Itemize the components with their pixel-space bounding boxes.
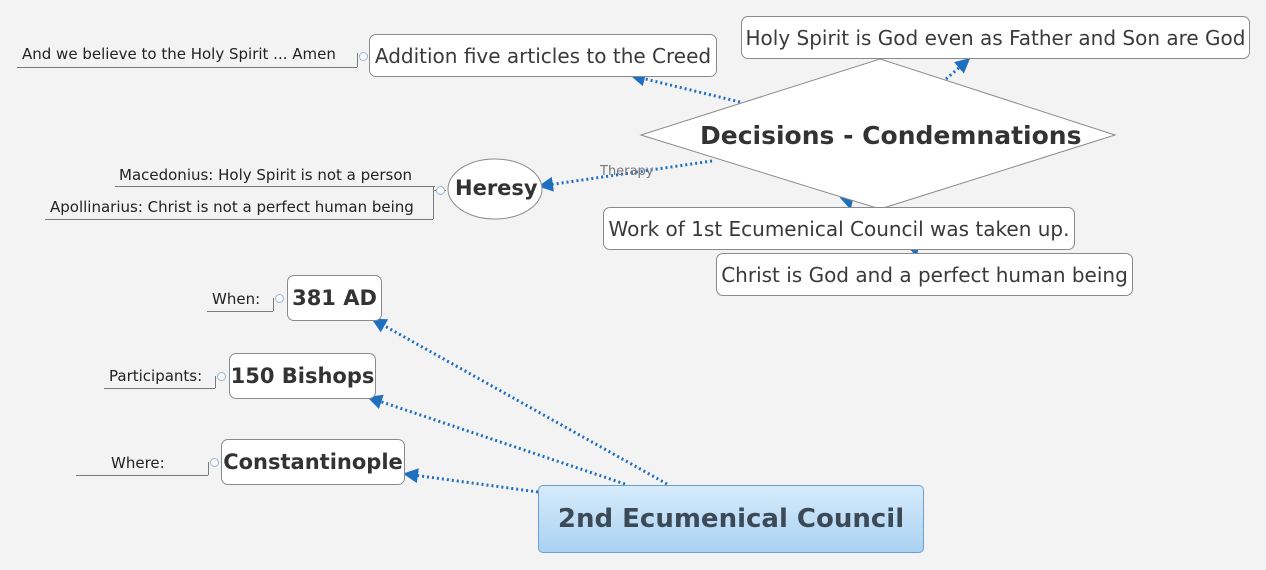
when-value-node[interactable]: 381 AD bbox=[287, 275, 382, 321]
where-collapse-toggle[interactable] bbox=[210, 458, 219, 467]
work-taken-up-node[interactable]: Work of 1st Ecumenical Council was taken… bbox=[603, 207, 1075, 250]
participants-collapse-toggle[interactable] bbox=[217, 372, 226, 381]
where-value-node[interactable]: Constantinople bbox=[221, 439, 405, 485]
root-topic[interactable]: 2nd Ecumenical Council bbox=[538, 485, 924, 553]
creed-addition-node[interactable]: Addition five articles to the Creed bbox=[369, 34, 717, 77]
connector-root-to-bishops bbox=[367, 394, 626, 486]
creed-note-underline bbox=[17, 67, 357, 68]
heresy-title[interactable]: Heresy bbox=[455, 176, 538, 200]
creed-note[interactable]: And we believe to the Holy Spirit ... Am… bbox=[22, 45, 336, 63]
where-label-underline bbox=[76, 475, 208, 476]
participants-value-node[interactable]: 150 Bishops bbox=[229, 353, 376, 399]
connector-decisions-to-heresy bbox=[538, 159, 713, 192]
when-label[interactable]: When: bbox=[212, 290, 261, 308]
therapy-relation-label: Therapy bbox=[600, 164, 654, 179]
where-label[interactable]: Where: bbox=[111, 454, 165, 472]
participants-label-underline bbox=[104, 388, 215, 389]
decisions-title[interactable]: Decisions - Condemnations bbox=[700, 121, 1082, 150]
heresy-item-macedonius-underline bbox=[115, 186, 435, 187]
when-collapse-toggle[interactable] bbox=[275, 294, 284, 303]
connector-root-to-381 bbox=[371, 318, 668, 486]
participants-label-bracket bbox=[215, 376, 216, 388]
heresy-item-macedonius[interactable]: Macedonius: Holy Spirit is not a person bbox=[119, 166, 413, 184]
heresy-items-bracket bbox=[433, 186, 434, 219]
connector-root-to-constantinople bbox=[403, 468, 539, 494]
heresy-item-apollinarius-underline bbox=[45, 219, 433, 220]
creed-note-bracket bbox=[357, 53, 358, 67]
heresy-item-apollinarius[interactable]: Apollinarius: Christ is not a perfect hu… bbox=[50, 198, 414, 216]
when-label-underline bbox=[207, 311, 273, 312]
when-label-bracket bbox=[273, 298, 274, 311]
holy-spirit-node[interactable]: Holy Spirit is God even as Father and So… bbox=[741, 16, 1250, 59]
participants-label[interactable]: Participants: bbox=[109, 367, 203, 385]
christ-node[interactable]: Christ is God and a perfect human being bbox=[716, 253, 1133, 296]
connector-decisions-to-creed bbox=[630, 71, 741, 104]
heresy-collapse-toggle[interactable] bbox=[436, 186, 445, 195]
heresy-ellipse-shape bbox=[447, 158, 543, 220]
where-label-bracket bbox=[208, 462, 209, 475]
connector-decisions-to-holyspirit bbox=[945, 58, 971, 81]
creed-collapse-toggle[interactable] bbox=[359, 52, 368, 61]
